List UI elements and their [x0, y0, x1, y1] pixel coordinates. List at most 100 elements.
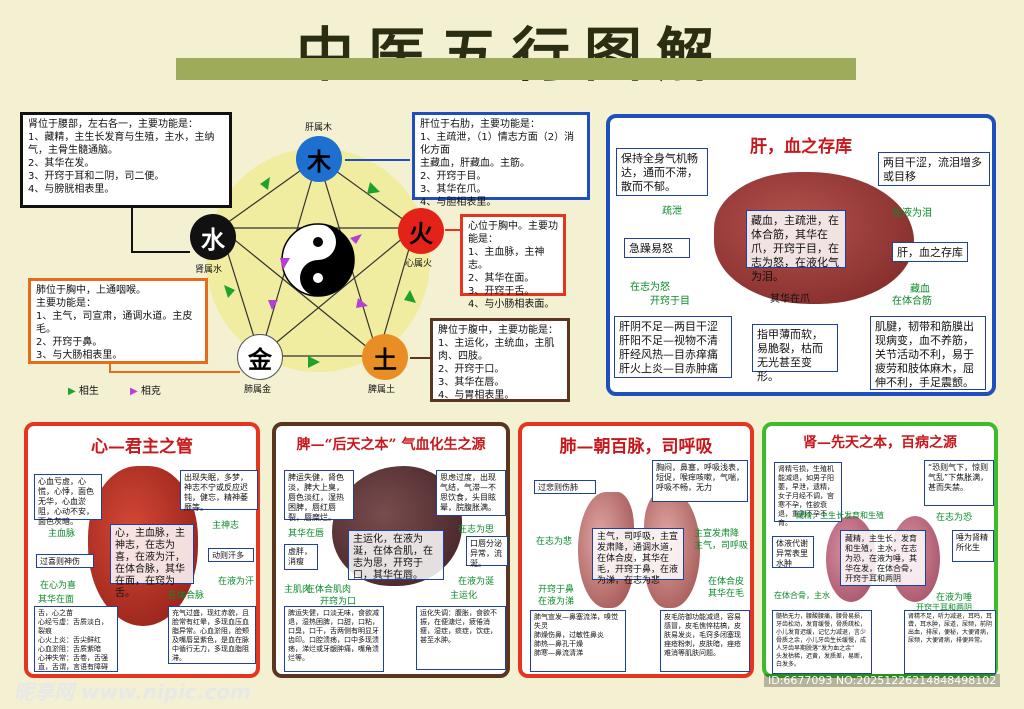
- spleen-box-thought: 思虑过度，出现气结，气滞—不思饮食，头目眩晕，脘腹胀满。: [436, 470, 506, 516]
- liver-panel-title: 肝，血之存库: [750, 137, 852, 157]
- lung-label-6: 在体合皮: [708, 577, 745, 587]
- restrain-legend-label: 相克: [140, 386, 161, 397]
- liver-box-tendons: 肌腱，韧带和筋膜出现病变，血不养筋，关节活动不利，易于疲劳和肢体麻木，屈伸不利，…: [870, 316, 986, 390]
- spleen-box-transport: 运化失调：腹胀，食欲不振，在便溏烂，疲倦消瘦，湿症，痰症，饮症，甚至水肿。: [416, 606, 506, 670]
- restrain-arrow: [280, 258, 290, 270]
- generate-legend-label: 相生: [78, 386, 99, 397]
- legend-generate: ▶ 相生: [68, 382, 99, 397]
- heart-label-1: 主血脉: [48, 529, 76, 539]
- yin-yang-dot-light: [313, 273, 323, 283]
- heart-label-4: 在体合脉: [168, 591, 205, 601]
- liver-box-center: 藏血，主疏泄，在体合筋，其华在爪，开窍于目，在志为怒，在液化气为泪。: [746, 210, 846, 283]
- heart-box-center: 心，主血脉，主神志，在志为喜，在液为汗，在体合脉，其华在面，在窍为舌。: [110, 524, 194, 599]
- heart-panel-title: 心—君主之管: [91, 437, 193, 457]
- liver-label-1: 疏泄: [662, 206, 682, 217]
- spleen-label-4: 在液为涎: [458, 577, 495, 587]
- lung-label-3: 在液为涕: [538, 597, 575, 607]
- legend-restrain: ▶ 相克: [130, 382, 161, 397]
- spleen-box-saliva: 口唇分泌异常，流涎。: [466, 536, 508, 568]
- heart-label-6: 其华在面: [38, 595, 75, 605]
- liver-box-store: 肝，血之存库: [892, 242, 968, 262]
- heart-box-blood: 心血亏虚，心慌，心悸，面色无华，心血淤阻，心动不安，面色灰暗。: [34, 474, 102, 526]
- liver-info-box: 肝位于右肋，主要功能是： 1、主疏泄，（1）情志方面（2）消化方面 主藏血，肝藏…: [412, 112, 590, 208]
- spleen-box-lips: 脾运失健，肾色淡，脾大上臭，唇色淡红，湿热困脾，唇红唇裂，唇糜烂。: [284, 470, 354, 522]
- heart-box-sweat: 动则汗多: [208, 548, 254, 562]
- kidney-panel-title: 肾—先天之本，百病之源: [803, 435, 957, 451]
- lung-info-box: 肺位于胸中，上通咽喉。 主要功能是： 1、主气，司宣肃，通调水道。主皮毛。 2、…: [28, 278, 208, 364]
- heart-info-box: 心位于胸中。主要功能是： 1、主血脉，主神志。 2、其华在面。 3、开窍于舌。 …: [460, 214, 566, 310]
- liver-box-anger: 急躁易怒: [624, 238, 690, 258]
- liver-label-4: 开窍于目: [650, 296, 690, 307]
- liver-label-3: 在志为怒: [630, 282, 670, 293]
- water-label: 肾属水: [195, 265, 223, 275]
- spleen-label-7: 在体合肌肉: [306, 585, 352, 595]
- kidney-label-1: 藏精，主生长发育和生殖: [796, 511, 884, 520]
- water-char: 水: [201, 225, 225, 254]
- pentagon-outline: [219, 157, 416, 357]
- kidney-label-2: 在志为恐: [936, 513, 973, 523]
- spleen-title-part-b: 气血化生之源: [401, 437, 486, 453]
- restrain-arrow: [350, 234, 362, 244]
- restrain-arrow: [356, 298, 368, 308]
- kidney-box-hearing: 肾精不足，听力减退，耳鸣，耳聋，耳水肿，尿道，尿频，前阴出血，排尿，便秘，大便肾…: [904, 610, 996, 674]
- water-element: 水: [190, 214, 236, 260]
- lung-label-5: 主气，司呼吸: [694, 541, 749, 551]
- title-underline-bar: [176, 58, 856, 80]
- kidney-box-center: 藏精，主生长，发育和生殖，主水，在志为恐，在液为唾，其华在发，在体合骨，开窍于耳…: [840, 530, 926, 586]
- spleen-box-center: 主运化，在液为涎，在体合肌，在志为思，开窍于口，其华在唇。: [348, 530, 444, 581]
- kidney-panel: 肾—先天之本，百病之源 肾精亏损，生殖机能减退，如男子阳萎，早泄，遗精，女子月经…: [762, 422, 998, 678]
- fire-label: 心属火: [405, 259, 433, 269]
- spleen-label-2: 在志为思: [458, 525, 495, 535]
- lung-box-breath: 胸闷，鼻塞，呼吸浅表，短促，喉痒咳嗽，气喘，呼吸不畅，无力: [652, 460, 748, 502]
- spleen-box-weight: 虚胖，消瘦: [284, 544, 318, 570]
- kidney-label-4: 开窍于耳和两阴: [916, 603, 972, 612]
- lung-box-grief: 过悲则伤肺: [534, 480, 596, 494]
- wood-element: 木: [296, 136, 342, 182]
- liver-box-eyes: 两目干涩，流泪增多或目移: [878, 152, 990, 186]
- heart-box-tongue: 舌，心之苗 心经亏虚：舌质淡白，裂痕 心火上炎：舌尖鲜红 心血淤阻：舌质紫暗 心…: [34, 606, 118, 672]
- heart-label-5: 在液为汗: [218, 577, 255, 587]
- heart-label-3: 在心为喜: [40, 581, 77, 591]
- lung-label-1: 在志为悲: [536, 537, 573, 547]
- fire-char: 火: [409, 219, 433, 248]
- spleen-box-mouth: 脾运失健，口淡无味，食欲减退，湿热困脾，口甜，口粘，口臭，口干，舌两侧有明显牙齿…: [284, 606, 384, 672]
- liver-label-5: 其华在爪: [770, 294, 810, 305]
- watermark: 昵享网 www.nipic.com: [14, 680, 251, 704]
- liver-box-qi: 保持全身气机畅达，通而不滞，散而不郁。: [616, 148, 708, 196]
- earth-label: 脾属土: [368, 385, 396, 395]
- heart-label-2: 主神志: [212, 521, 240, 531]
- liver-box-eye-symptoms: 肝阴不足—两目干涩 肝阳不足—视物不清 肝经风热—目赤痒痛 肝火上炎—目赤肿痛: [614, 316, 732, 378]
- spleen-label-3: 主肌肉: [284, 585, 312, 595]
- generate-arrow: [404, 290, 416, 303]
- spleen-label-6: 开窍为口: [320, 597, 357, 607]
- lung-panel: 肺—朝百脉，司呼吸 过悲则伤肺 胸闷，鼻塞，呼吸浅表，短促，喉痒咳嗽，气喘，呼吸…: [518, 422, 754, 678]
- heart-box-face: 充气过盛，现红赤貌，且脸常有红晕，多现血压血脂异常。心血淤阻，脸颊及嘴唇呈紫色，…: [168, 606, 256, 664]
- generate-arrow: [224, 285, 235, 298]
- liver-label-6: 藏血: [910, 284, 930, 295]
- lung-label-7: 其华在毛: [708, 589, 745, 599]
- liver-label-7: 在体合筋: [892, 296, 932, 307]
- spleen-title-part-a: 脾—“后天之本”: [296, 437, 397, 453]
- spleen-label-5: 主运化: [450, 591, 478, 601]
- kidney-info-box: 肾位于腰部，左右各一，主要功能是： 1、藏精，主生长发育与生殖，主水，主纳气，主…: [20, 112, 232, 208]
- earth-element: 土: [362, 334, 408, 380]
- metal-char: 金: [248, 345, 272, 374]
- kidney-box-bones: 髓枯无力，腰酸腰痛，腰骨易损，牙齿松动，发育缓慢，骨质疏松，小儿发育迟缓，记忆力…: [772, 610, 872, 674]
- restrain-arrow: [268, 300, 278, 310]
- kidney-box-fluid: 体液代谢异常表里水肿: [772, 536, 814, 568]
- restrain-legend-icon: ▶: [130, 386, 138, 397]
- generate-arrow: [260, 177, 270, 190]
- kidney-label-3: 在液为唾: [936, 593, 973, 603]
- image-id: ID:6677093 NO:20251226214848498102: [764, 674, 1001, 687]
- heart-box-joy: 过喜则神伤: [36, 554, 94, 568]
- lung-box-skin: 皮毛防御功能减退，容易感冒，皮毛憔悴枯槁，皮肤易发炎，毛窍多闭塞现痤疮粉刺，皮肤…: [660, 610, 750, 672]
- liver-box-nails: 指甲薄而软，易脆裂，枯而无光甚至变形。: [752, 324, 838, 383]
- liver-panel: 肝，血之存库 保持全身气机畅达，通而不滞，散而不郁。 两目干涩，流泪增多或目移 …: [606, 114, 996, 396]
- lung-panel-title: 肺—朝百脉，司呼吸: [559, 437, 713, 457]
- generate-arrow: [367, 182, 380, 194]
- yin-yang-dot-dark: [313, 237, 323, 247]
- kidney-box-essence: 肾精亏损，生殖机能减退，如男子阳萎，早泄，遗精，女子月经不调，宫寒不孕，性欲衰退…: [774, 462, 842, 527]
- spleen-info-box: 脾位于腹中，主要功能是： 1、主运化，主统血，主肌肉、四肢。 2、开窍于口。 3…: [430, 318, 570, 402]
